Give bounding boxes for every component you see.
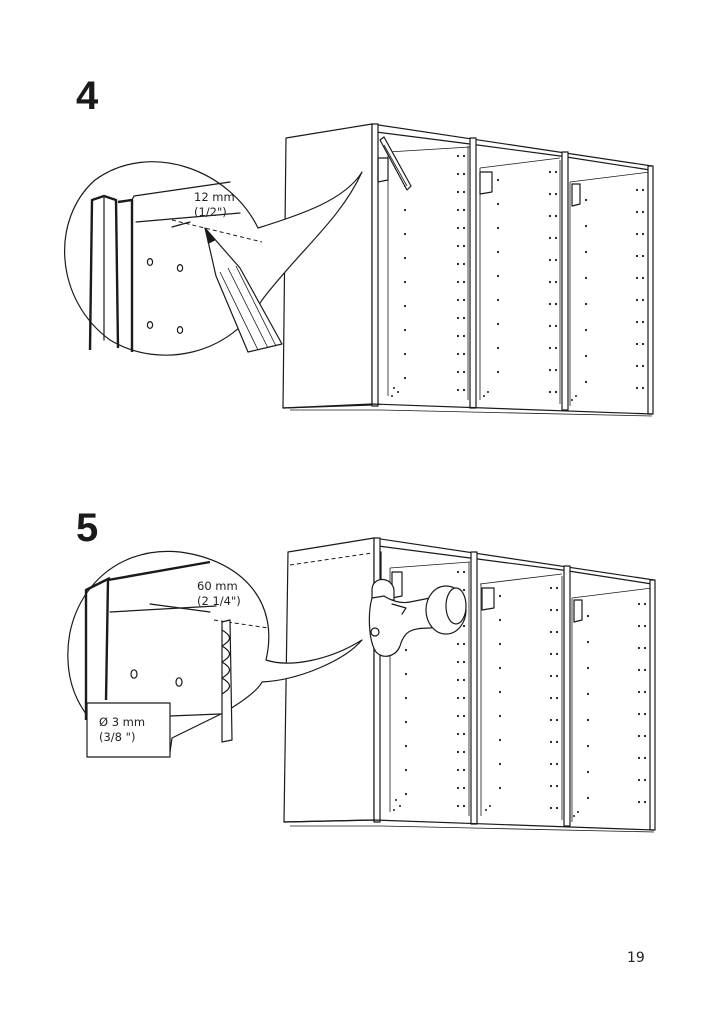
step-5-number: 5 [76, 506, 99, 550]
step-4-pencil-small-icon [379, 136, 412, 191]
step-4-measurement-mm: 12 mm [194, 190, 235, 204]
step-5-drill-diameter-inch: (3/8 ") [99, 730, 136, 744]
step-5-measurement-inch: (2 1/4") [197, 594, 241, 608]
step-5-cabinet-drawing [283, 537, 656, 833]
step-4-detail-callout [64, 161, 363, 356]
step-5-drill-icon [368, 551, 467, 657]
step-5-drill-size-box [86, 702, 221, 758]
page-number: 19 [627, 950, 645, 966]
step-4-measurement-inch: (1/2") [194, 205, 227, 219]
step-5-drill-diameter-mm: Ø 3 mm [99, 715, 146, 729]
step-4-number: 4 [76, 74, 99, 118]
step-5-measurement-mm: 60 mm [197, 579, 238, 593]
